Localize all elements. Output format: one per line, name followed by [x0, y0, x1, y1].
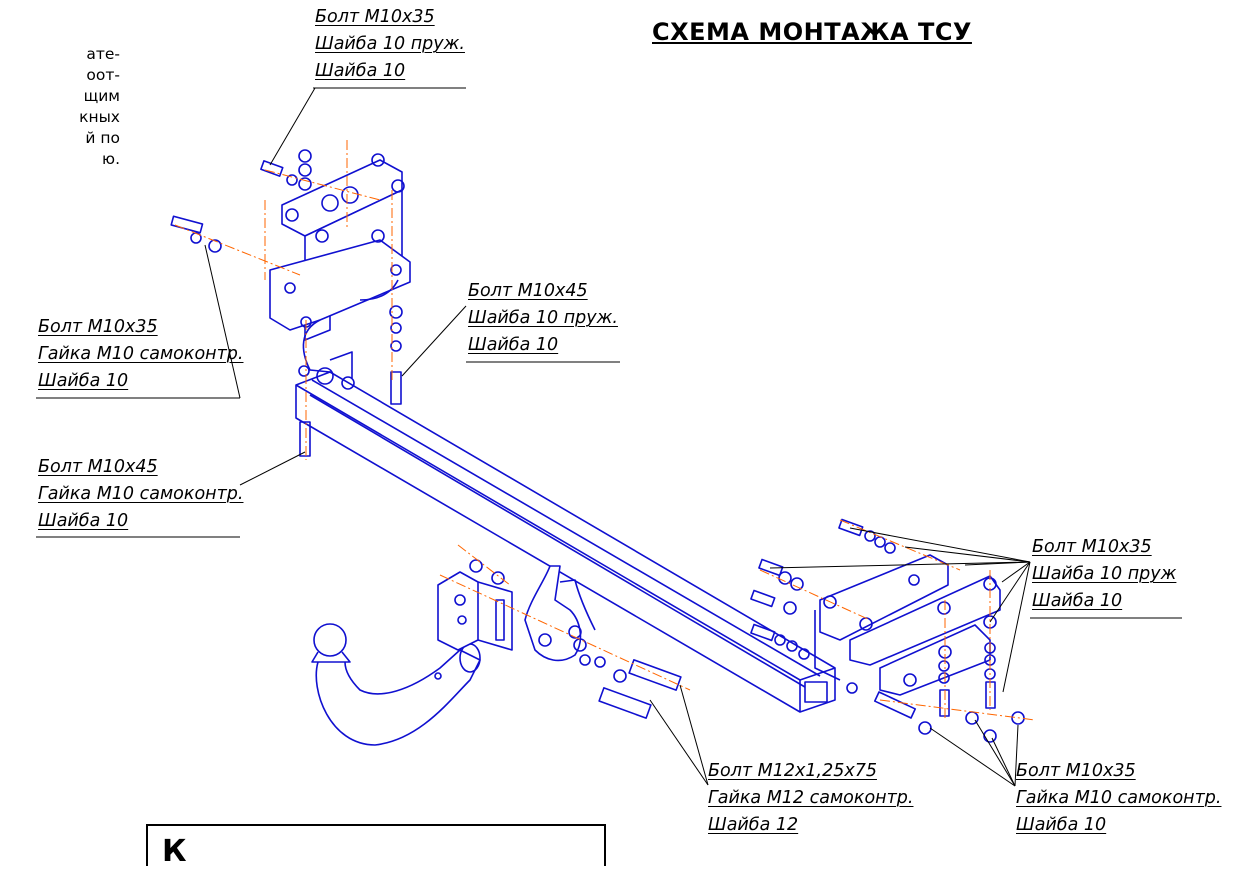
page-title: СХЕМА МОНТАЖА ТСУ	[652, 18, 972, 46]
side-note: ате- оот- щим кных й по ю.	[0, 44, 120, 170]
coupling-plate	[437, 559, 513, 651]
side-note-line: ате-	[86, 45, 120, 63]
side-note-line: й по	[85, 129, 120, 147]
side-note-line: ю.	[102, 150, 120, 168]
notes-box-text: К	[162, 834, 187, 869]
side-note-line: оот-	[86, 66, 120, 84]
callout-line: Гайка М10 самоконтр.	[38, 484, 244, 504]
callout-center-bolt: Болт М10х45 Шайба 10 пруж. Шайба 10	[468, 278, 618, 359]
callout-left-bolt: Болт М10х35 Гайка М10 самоконтр. Шайба 1…	[38, 314, 243, 395]
callout-line: Шайба 10	[38, 511, 129, 531]
callout-line: Шайба 10	[315, 61, 406, 81]
callout-line: Болт М10х35	[315, 7, 435, 27]
axis-lines	[174, 140, 1036, 721]
cross-beam	[295, 371, 836, 713]
side-note-line: кных	[79, 108, 120, 126]
callout-line: Шайба 10	[468, 335, 559, 355]
callout-line: Болт М10х45	[468, 281, 588, 301]
callout-line: Гайка М10 самоконтр.	[38, 344, 244, 364]
left-bracket	[269, 153, 411, 390]
callout-line: Шайба 10	[1032, 591, 1123, 611]
callout-line: Шайба 10 пруж.	[468, 308, 618, 328]
notes-box: К	[146, 824, 606, 869]
callout-line: Шайба 10	[38, 371, 129, 391]
callout-line: Шайба 12	[708, 815, 799, 835]
callout-line: Болт М10х35	[1032, 537, 1152, 557]
callout-line: Гайка М12 самоконтр.	[708, 788, 914, 808]
callout-top-bolt: Болт М10х35 Шайба 10 пруж. Шайба 10	[315, 4, 465, 85]
hitch-ball	[311, 623, 481, 746]
callout-line: Гайка М10 самоконтр.	[1016, 788, 1222, 808]
callout-line: Болт М12х1,25х75	[708, 761, 877, 781]
callout-line: Болт М10х45	[38, 457, 158, 477]
leader-lines	[204, 87, 1031, 787]
upper-left-fasteners	[170, 149, 403, 457]
callout-baselines	[36, 87, 1182, 619]
side-note-line: щим	[83, 87, 120, 105]
callout-lower-right-bolt: Болт М10х35 Гайка М10 самоконтр. Шайба 1…	[1016, 758, 1221, 839]
towbar-assembly-drawing	[36, 87, 1182, 787]
callout-line: Шайба 10	[1016, 815, 1107, 835]
callout-line: Болт М10х35	[1016, 761, 1136, 781]
right-bracket	[814, 554, 1001, 696]
callout-right-bolt: Болт М10х35 Шайба 10 пруж Шайба 10	[1032, 534, 1176, 615]
callout-line: Болт М10х35	[38, 317, 158, 337]
callout-line: Шайба 10 пруж	[1032, 564, 1177, 584]
callout-m12-bolt: Болт М12х1,25х75 Гайка М12 самоконтр. Ша…	[708, 758, 913, 839]
callout-lower-left-bolt: Болт М10х45 Гайка М10 самоконтр. Шайба 1…	[38, 454, 243, 535]
mount-ear	[524, 565, 682, 719]
callout-line: Шайба 10 пруж.	[315, 34, 465, 54]
